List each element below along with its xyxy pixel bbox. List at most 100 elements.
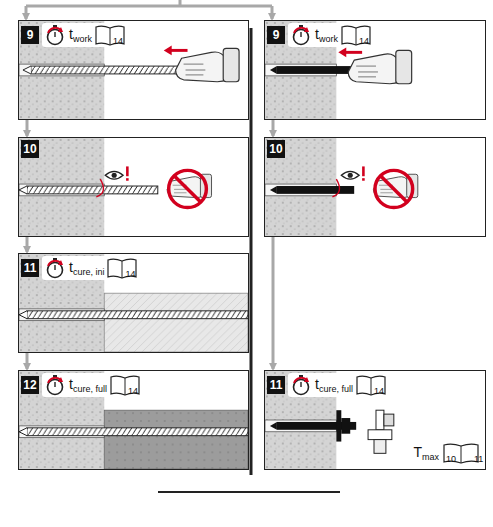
drawing-part [342, 26, 370, 45]
page-number: 14 [125, 269, 135, 279]
drawing-part [23, 66, 31, 74]
drawing-part [277, 186, 354, 194]
page-number: 14 [113, 36, 123, 46]
page-number: 14 [359, 36, 369, 46]
drawing-part [332, 179, 339, 197]
drawing-part [104, 293, 248, 352]
drawing-part [336, 410, 341, 441]
drawing-part [300, 382, 301, 387]
step-header: 10 [21, 140, 39, 158]
drawing-part [375, 170, 413, 207]
drawing-part [348, 173, 353, 178]
drawing-part [26, 0, 272, 6]
drawing-part [58, 260, 63, 265]
time-header: tcure, full 14 [288, 373, 389, 397]
drawing-part [124, 378, 125, 395]
drawing-part [370, 378, 371, 395]
drawing-part [126, 178, 129, 181]
drawing-part [184, 64, 206, 75]
drawing-part [341, 418, 350, 434]
time-subscript: cure, full [73, 384, 107, 394]
time-header: twork 14 [42, 23, 128, 47]
time-symbol: twork [315, 26, 338, 45]
flow-arrow [26, 237, 29, 252]
drawing-part [250, 28, 253, 475]
step-number: 10 [267, 140, 285, 158]
drawing-part [344, 51, 362, 54]
time-symbol: tcure, ini [69, 259, 104, 278]
time-subscript: cure, ini [73, 267, 105, 277]
stopwatch [44, 24, 66, 46]
drawing-part [27, 311, 248, 319]
drawing-part [25, 6, 28, 19]
step-number: 11 [267, 376, 285, 394]
time-header: twork 14 [288, 23, 374, 47]
drawing-part [396, 50, 412, 83]
drawing-part [444, 444, 478, 463]
drawing-part [58, 377, 63, 382]
stopwatch [290, 374, 312, 396]
drawing-part [164, 46, 172, 56]
drawing-part [19, 254, 104, 352]
time-subscript: work [319, 34, 338, 44]
stopwatch [290, 24, 312, 46]
manual-reference: 14 [107, 257, 137, 279]
step-header: 11 tcure, full 14 [267, 373, 389, 397]
step-panel: 9twork14 [18, 20, 249, 120]
drawing-part [169, 170, 207, 207]
page-number: 14 [374, 386, 384, 396]
drawing-part [270, 66, 277, 74]
drawing-part [338, 47, 346, 57]
time-symbol: twork [69, 26, 92, 45]
drawing-part [58, 27, 63, 32]
manual-reference: 1011 [443, 442, 479, 464]
flow-arrow [26, 120, 29, 136]
drawing-part [108, 259, 136, 278]
drawing-part [105, 171, 123, 179]
drawing-part [357, 376, 385, 395]
drawing-part [368, 430, 392, 440]
step-number: 11 [21, 259, 39, 277]
drawing-part [19, 428, 27, 436]
drawing-part [158, 491, 340, 493]
page-number: 14 [128, 386, 138, 396]
torque-symbol: Tmax [413, 444, 439, 463]
stopwatch [44, 374, 66, 396]
step-number: 12 [21, 376, 39, 394]
time-subscript: work [73, 34, 92, 44]
drawing-part [356, 66, 378, 77]
drawing-part [304, 27, 309, 32]
manual-reference: 14 [110, 374, 140, 396]
drawing-part [112, 173, 117, 178]
drawing-part [355, 28, 356, 45]
page-number: 10 [446, 454, 456, 464]
step-header: 9twork14 [267, 23, 374, 47]
drawing-part [376, 410, 384, 430]
step-illustration [265, 138, 485, 236]
step-header: 12tcure, full14 [21, 373, 143, 397]
drawing-part [126, 166, 129, 176]
flow-arrow [26, 353, 29, 369]
stopwatch-icon [44, 257, 66, 279]
drawing-part [175, 176, 201, 201]
drawing-part [104, 410, 248, 469]
stopwatch-icon [44, 24, 66, 46]
step-panel: 10 [18, 137, 249, 237]
stopwatch-icon [290, 374, 312, 396]
step-header: 11 tcure, ini 14 [21, 256, 140, 280]
stopwatch-icon [44, 374, 66, 396]
drawing-part [348, 50, 411, 83]
drawing-part [341, 171, 359, 179]
step-panel: 11 tcure, ini 14 [18, 253, 249, 353]
drawing-part [27, 186, 158, 194]
step-header: 10 [267, 140, 285, 158]
drawing-part [277, 66, 356, 74]
time-symbol: tcure, full [315, 376, 353, 395]
torque-subscript: max [422, 452, 439, 462]
stopwatch [44, 257, 66, 279]
drawing-part [362, 178, 365, 181]
drawing-part [223, 48, 239, 81]
drawing-part [54, 382, 55, 387]
drawing-part [362, 166, 365, 176]
